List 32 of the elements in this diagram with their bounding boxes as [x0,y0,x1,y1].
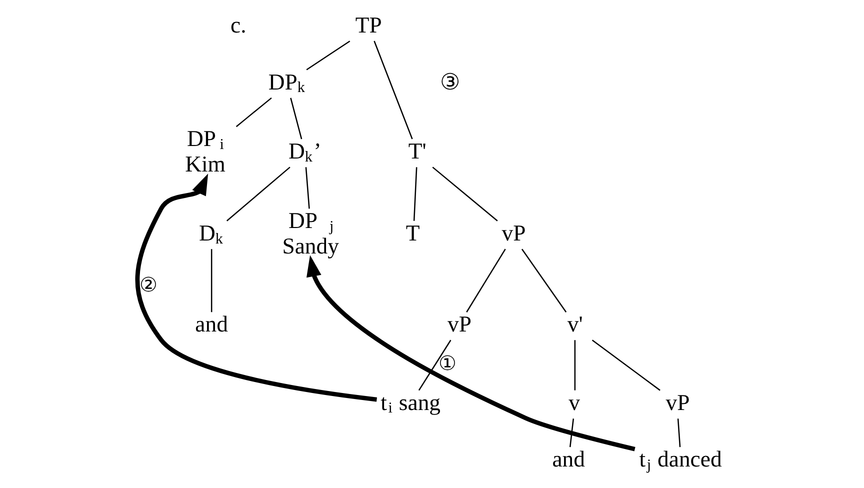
connector [374,40,413,140]
connector [306,40,350,70]
connector [574,340,576,390]
connector [677,418,681,448]
connector [290,98,302,140]
node-text: T [406,220,420,246]
label: c. [230,12,246,38]
connector [569,418,574,448]
connector [210,249,212,312]
node-text: v [568,390,580,415]
connector [413,167,418,221]
connector [226,166,290,222]
edge-label: ① [438,352,457,375]
label: ③ [440,69,461,94]
connector [466,248,506,312]
connector [236,97,272,128]
connector [521,248,567,312]
arrow [135,174,378,402]
arrow [306,255,636,452]
connector [418,340,452,391]
node-text: and [195,312,228,337]
node-text: v' [567,312,583,337]
connector [432,166,498,222]
node-text: vP [502,220,526,246]
node-text: vP [666,390,690,415]
connector [305,167,310,209]
node-text: vP [448,312,472,337]
node-text: and [552,446,585,472]
node-text: TP [355,12,382,38]
edge-label: ② [140,274,158,297]
connector [592,340,660,391]
node-text: T' [408,138,426,164]
